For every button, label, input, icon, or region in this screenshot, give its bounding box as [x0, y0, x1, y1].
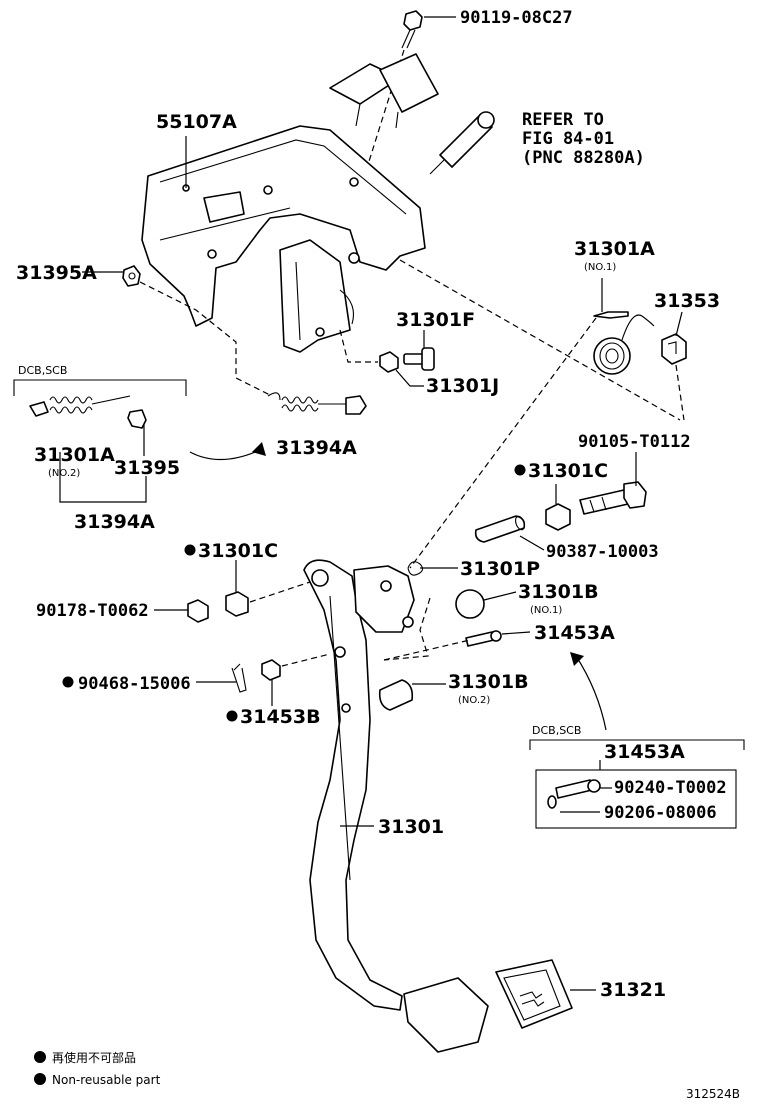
label-fig-84-01[interactable]: FIG 84-01 — [522, 129, 614, 149]
stopper-31301B-no2-part — [378, 679, 414, 711]
clip-31395A-part — [122, 265, 141, 287]
label-31301B-no2[interactable]: 31301B — [448, 671, 529, 693]
label-group-right-dcb-scb: DCB,SCB — [532, 724, 581, 737]
cushion-31353-part — [661, 333, 687, 365]
leader-lines — [82, 16, 683, 991]
label-31353[interactable]: 31353 — [654, 290, 720, 312]
stop-lamp-switch-part — [429, 111, 495, 175]
washer-90206-part — [547, 795, 557, 809]
legend-non-reusable-en: Non-reusable part — [52, 1073, 161, 1087]
bolt-31301F-part — [403, 347, 435, 371]
spring-guide-line — [409, 317, 597, 569]
cushion-guide-line — [675, 364, 685, 421]
nut-31301J-part — [379, 351, 399, 373]
label-90105-T0112[interactable]: 90105-T0112 — [578, 432, 691, 452]
label-31395A[interactable]: 31395A — [16, 262, 97, 284]
label-31301A-no1[interactable]: 31301A — [574, 238, 655, 260]
arrow-line — [189, 449, 261, 461]
label-31301B-no1-sub: (NO.1) — [530, 605, 562, 616]
spring-31301A-no1-part — [593, 311, 655, 375]
dot-90468 — [62, 676, 74, 688]
label-31453A[interactable]: 31453A — [534, 622, 615, 644]
label-90240-T0002[interactable]: 90240-T0002 — [614, 778, 727, 798]
clip-guide-line — [139, 281, 273, 397]
bolt-guide-line-2 — [339, 329, 378, 363]
clip-31301P-part — [407, 561, 424, 576]
pedal-bracket-55107A — [141, 125, 426, 353]
pivot-guide-line — [249, 581, 311, 603]
box-arrow-head — [570, 652, 584, 666]
clip-guide-line-2 — [281, 653, 331, 667]
label-pnc-88280A: (PNC 88280A) — [522, 148, 645, 168]
label-31301A-no2-sub: (NO.2) — [48, 468, 80, 479]
label-55107A[interactable]: 55107A — [156, 111, 237, 133]
label-group-left-dcb-scb: DCB,SCB — [18, 364, 67, 377]
bracket-to-spring-guide — [399, 259, 681, 421]
label-31301[interactable]: 31301 — [378, 816, 444, 838]
stopper-31301B-no1-part — [455, 589, 485, 619]
label-90119-08C27[interactable]: 90119-08C27 — [460, 8, 573, 28]
pin-31453A-part — [465, 630, 502, 647]
label-31394A-mid[interactable]: 31394A — [276, 437, 357, 459]
clip-90468-part — [231, 663, 247, 693]
label-31301A-no1-sub: (NO.1) — [584, 262, 616, 273]
bolt-90119-part — [401, 10, 423, 49]
label-31301B-no1[interactable]: 31301B — [518, 581, 599, 603]
dot-31301C-left — [184, 544, 196, 556]
pin-guide-line-2 — [383, 639, 471, 661]
spring-31394A-part — [267, 392, 367, 415]
legend-dot-en — [34, 1073, 46, 1085]
arrow-head — [252, 442, 266, 456]
label-31395[interactable]: 31395 — [114, 457, 180, 479]
label-90206-08006[interactable]: 90206-08006 — [604, 803, 717, 823]
label-31301J[interactable]: 31301J — [426, 375, 499, 397]
label-31321[interactable]: 31321 — [600, 979, 666, 1001]
label-refer-to: REFER TO — [522, 110, 604, 130]
label-31301A-no2[interactable]: 31301A — [34, 444, 115, 466]
pedal-pad-31321 — [495, 959, 573, 1029]
pin-guide-line — [383, 597, 431, 661]
figure-number: 312524B — [686, 1087, 740, 1101]
box-arrow-line — [575, 655, 607, 731]
label-31301C-left[interactable]: 31301C — [198, 540, 278, 562]
label-31301P[interactable]: 31301P — [460, 558, 540, 580]
label-31394A-left[interactable]: 31394A — [74, 511, 155, 533]
group-box-left — [13, 379, 187, 503]
brake-pedal-lever-31301 — [303, 559, 489, 1053]
bushing-31301C-left-part — [225, 591, 249, 617]
nut-90178-part — [187, 599, 209, 623]
legend-dot-jp — [34, 1051, 46, 1063]
bolt-90105-part — [579, 481, 647, 515]
label-90178-T0062[interactable]: 90178-T0062 — [36, 601, 149, 621]
label-31453A-box[interactable]: 31453A — [604, 741, 685, 763]
legend-non-reusable-jp: 再使用不可部品 — [52, 1050, 136, 1065]
clip-31395-part — [127, 409, 147, 429]
label-31301F[interactable]: 31301F — [396, 309, 475, 331]
bushing-31301C-right-part — [545, 503, 571, 531]
upper-bracket-part — [329, 53, 439, 129]
label-90468-15006[interactable]: 90468-15006 — [78, 674, 191, 694]
label-90387-10003[interactable]: 90387-10003 — [546, 542, 659, 562]
collar-90387-part — [474, 515, 526, 543]
bushing-31453B-part — [261, 659, 281, 681]
label-31453B[interactable]: 31453B — [240, 706, 321, 728]
group-box-right — [529, 739, 745, 829]
label-31301B-no2-sub: (NO.2) — [458, 695, 490, 706]
label-31301C-right[interactable]: 31301C — [528, 460, 608, 482]
dot-31453B — [226, 710, 238, 722]
non-reusable-markers — [34, 464, 526, 1085]
spring-31301A-no2-part — [29, 395, 131, 417]
dot-31301C-right — [514, 464, 526, 476]
pin-90240-part — [555, 779, 601, 799]
